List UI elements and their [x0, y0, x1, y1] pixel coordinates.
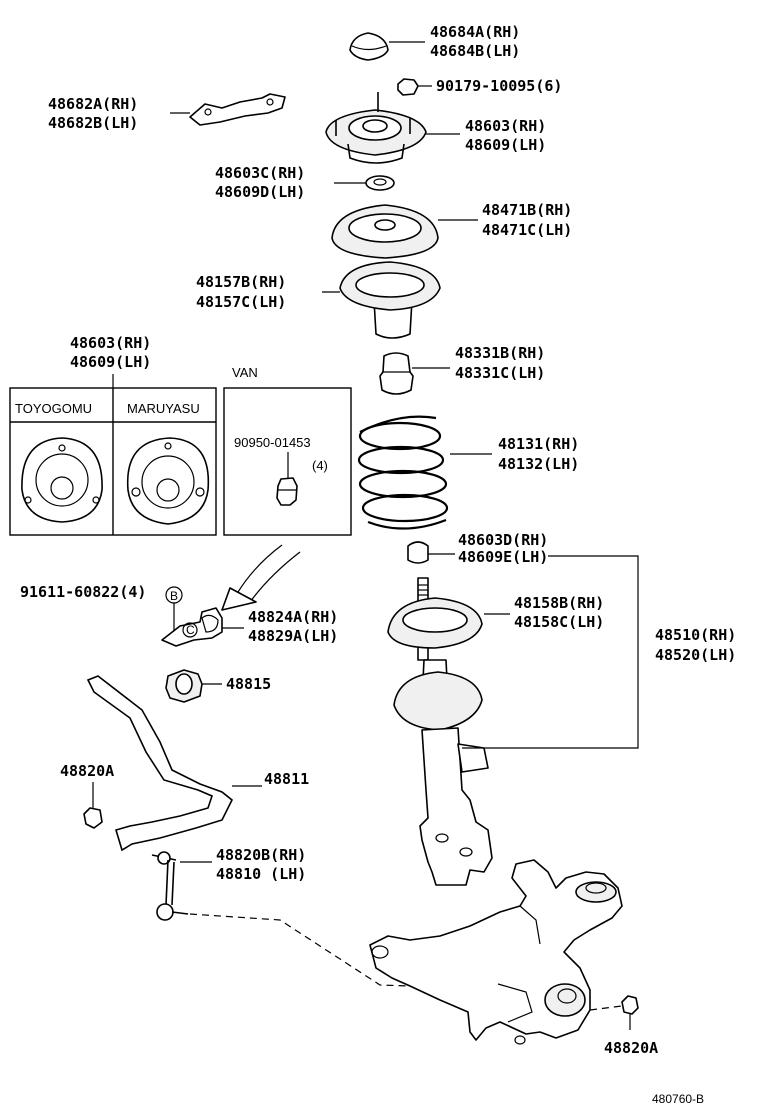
bolt-ref-letter: B [170, 589, 178, 603]
stab-nut-left-part [83, 782, 103, 829]
strut-assy-label-lh: 48520(LH) [655, 646, 736, 664]
knuckle-to-nut-dashed [589, 1005, 623, 1011]
support-label-rh: 48603(RH) [465, 117, 546, 135]
insulator-label-lh: 48157C(LH) [196, 293, 286, 311]
stab-bushing-part [165, 669, 222, 703]
bushing-callout-c [182, 622, 198, 638]
upper-seat-label-lh: 48471C(LH) [482, 221, 572, 239]
coil-spring-label-rh: 48131(RH) [498, 435, 579, 453]
maker-toyogomu: TOYOGOMU [15, 401, 92, 416]
coil-spring-part [357, 415, 492, 530]
top-cap-part [349, 32, 425, 61]
strut-support-part [325, 92, 460, 164]
bump-stop-label-rh: 48331B(RH) [455, 344, 545, 362]
lower-seat-label-lh: 48158C(LH) [514, 613, 604, 631]
nut-label: 90179-10095(6) [436, 77, 562, 95]
lower-seat-label-rh: 48158B(RH) [514, 594, 604, 612]
nut-part [397, 78, 432, 96]
small-bushing-label-rh: 48603D(RH) [458, 531, 548, 549]
maker-variants-box [9, 387, 217, 536]
bump-stop-part [379, 352, 450, 395]
stab-bracket-label-rh: 48824A(RH) [248, 608, 338, 626]
support-variants-label-lh: 48609(LH) [70, 353, 151, 371]
stab-nut-right-label: 48820A [604, 1039, 658, 1057]
stab-link-label-rh: 48820B(RH) [216, 846, 306, 864]
upper-seat-label-rh: 48471B(RH) [482, 201, 572, 219]
small-bushing-part [407, 541, 455, 564]
van-part-qty: (4) [312, 458, 328, 473]
steering-knuckle-part [369, 859, 623, 1045]
bracket-label-rh: 48682A(RH) [48, 95, 138, 113]
bearing-part [334, 175, 395, 191]
upper-seat-part [331, 204, 478, 259]
coil-spring-label-lh: 48132(LH) [498, 455, 579, 473]
strut-assy-label-rh: 48510(RH) [655, 626, 736, 644]
stab-bar-part [86, 675, 262, 852]
bracket-part [170, 93, 286, 126]
top-cap-label-lh: 48684B(LH) [430, 42, 520, 60]
stab-link-part [151, 851, 212, 921]
bracket-label-lh: 48682B(LH) [48, 114, 138, 132]
stab-bracket-label-lh: 48829A(LH) [248, 627, 338, 645]
strut-assembly-bracket [462, 555, 639, 749]
bump-stop-label-lh: 48331C(LH) [455, 364, 545, 382]
stab-bar-label: 48811 [264, 770, 309, 788]
stab-link-label-lh: 48810 (LH) [216, 865, 306, 883]
bolt-label: 91611-60822(4) [20, 583, 146, 601]
maker-maruyasu: MARUYASU [127, 401, 200, 416]
insulator-part [322, 261, 441, 339]
stab-bushing-label: 48815 [226, 675, 271, 693]
support-label-lh: 48609(LH) [465, 136, 546, 154]
van-part-number: 90950-01453 [234, 435, 311, 450]
bearing-label-lh: 48609D(LH) [215, 183, 305, 201]
variant-arrow [221, 544, 301, 611]
insulator-label-rh: 48157B(RH) [196, 273, 286, 291]
van-label: VAN [232, 365, 258, 380]
bearing-label-rh: 48603C(RH) [215, 164, 305, 182]
top-cap-label-rh: 48684A(RH) [430, 23, 520, 41]
stab-nut-left-label: 48820A [60, 762, 114, 780]
shock-absorber-part [387, 577, 510, 886]
van-variant-box [223, 387, 352, 536]
stab-nut-right-part [621, 995, 639, 1030]
small-bushing-label-lh: 48609E(LH) [458, 548, 548, 566]
stab-bracket-part [161, 603, 244, 647]
diagram-code: 480760-B [652, 1092, 704, 1106]
support-variants-label-rh: 48603(RH) [70, 334, 151, 352]
bushing-ref-letter: C [186, 623, 195, 637]
